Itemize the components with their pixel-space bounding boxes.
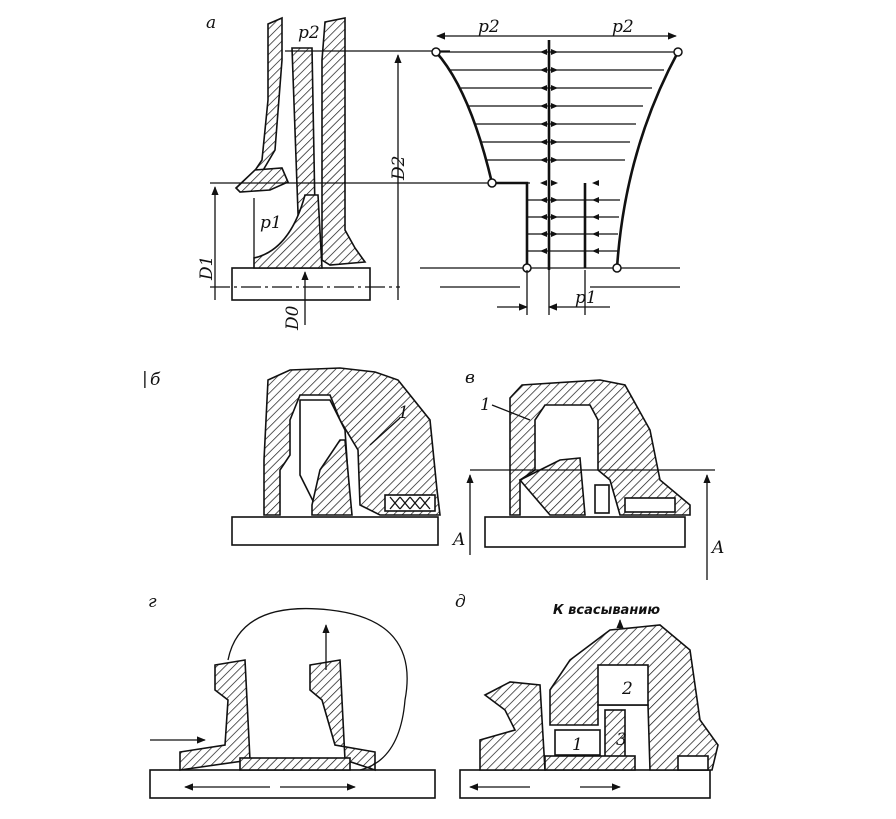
part-1-label: 1 <box>572 735 583 755</box>
rear-pressure-curve <box>615 51 680 269</box>
shaft <box>484 516 686 548</box>
impeller-1 <box>179 659 251 771</box>
rear-casing <box>321 17 367 266</box>
panel-b-marker: | <box>142 369 148 389</box>
impeller-2 <box>309 659 376 772</box>
crossover-passage <box>227 607 408 771</box>
front-pressure-curve <box>435 51 494 184</box>
part-1-label: 1 <box>398 403 409 423</box>
panel-g: г <box>148 592 436 799</box>
shaft <box>149 769 436 799</box>
panel-d-label: д <box>455 592 466 612</box>
d1-label: D1 <box>197 256 217 281</box>
packing <box>624 497 676 513</box>
panel-a-label: а <box>206 13 216 33</box>
panel-b-label: б <box>150 370 161 390</box>
p2-left-label: p2 <box>478 17 500 37</box>
part-2-label: 2 <box>621 679 633 699</box>
p1-diagram-label: p1 <box>575 288 597 308</box>
packing <box>677 755 709 771</box>
panel-d: д К всасыванию 2 1 3 <box>455 592 719 799</box>
panel-v-label: в <box>465 368 475 388</box>
pressure-diagram: p2 p2 <box>420 17 683 315</box>
shaft <box>459 769 711 799</box>
shaft <box>231 267 371 301</box>
chamber-2 <box>597 664 649 706</box>
d2-label: D2 <box>389 156 409 181</box>
front-casing <box>247 16 283 181</box>
seal-ring <box>234 167 290 193</box>
p1-impeller-label: p1 <box>260 213 282 233</box>
panel-b: | б 1 <box>142 367 441 546</box>
part-1-label: 1 <box>480 395 491 415</box>
impeller <box>479 681 546 771</box>
panel-v: в A A 1 <box>451 368 724 580</box>
dim-a-left-label: A <box>451 530 465 550</box>
p2-impeller-label: p2 <box>298 23 320 43</box>
casing <box>263 367 441 516</box>
d0-label: D0 <box>283 305 303 331</box>
part-3-label: 3 <box>616 730 627 750</box>
impeller-hub <box>253 194 323 269</box>
shaft <box>231 516 439 546</box>
dim-a-right-label: A <box>710 538 724 558</box>
p2-right-label: p2 <box>612 17 634 37</box>
chamber-1 <box>554 729 601 756</box>
suction-note: К всасыванию <box>553 603 660 618</box>
panel-g-label: г <box>148 592 157 612</box>
impeller <box>311 439 353 516</box>
panel-a: а p2 p1 D2 D1 D0 <box>197 13 530 331</box>
